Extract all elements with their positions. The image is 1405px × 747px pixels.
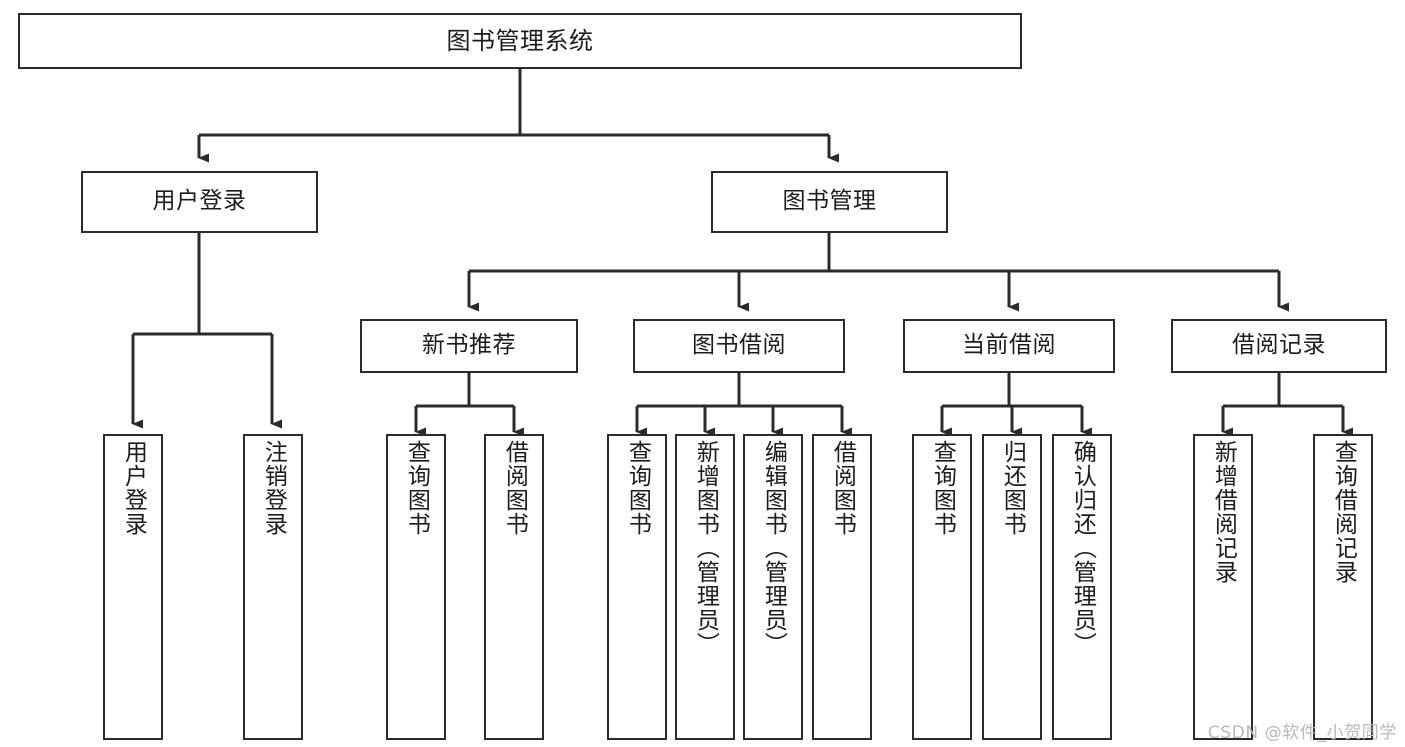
leaf-current-borrow-query-book[interactable]: 查询图书	[912, 434, 972, 740]
node-label: 借阅图书	[829, 440, 856, 536]
node-label: 查询图书	[403, 440, 430, 536]
leaf-new-book-query-book[interactable]: 查询图书	[386, 434, 446, 740]
node-label: 归还图书	[999, 440, 1026, 536]
leaf-book-borrow-add-book-admin[interactable]: 新增图书（管理员）	[675, 434, 735, 740]
leaf-book-borrow-edit-book-admin[interactable]: 编辑图书（管理员）	[743, 434, 803, 740]
node-label: 新增图书（管理员）	[692, 440, 719, 656]
node-current-borrow[interactable]: 当前借阅	[903, 319, 1115, 373]
leaf-user-login-logout[interactable]: 注销登录	[243, 434, 303, 740]
node-label: 借阅图书	[501, 440, 528, 536]
node-book-management[interactable]: 图书管理	[711, 171, 948, 233]
node-label: 用户登录	[120, 440, 147, 536]
node-label: 新增借阅记录	[1210, 440, 1237, 584]
leaf-book-borrow-borrow-book[interactable]: 借阅图书	[812, 434, 872, 740]
node-label: 编辑图书（管理员）	[760, 440, 787, 656]
node-label: 注销登录	[260, 440, 287, 536]
leaf-current-borrow-return-book[interactable]: 归还图书	[982, 434, 1042, 740]
node-label: 图书管理	[782, 188, 877, 215]
node-label: 查询图书	[624, 440, 651, 536]
node-label: 新书推荐	[422, 332, 516, 359]
node-label: 图书借阅	[692, 332, 786, 359]
leaf-current-borrow-confirm-return-admin[interactable]: 确认归还（管理员）	[1052, 434, 1112, 740]
node-label: 借阅记录	[1232, 332, 1326, 359]
node-borrow-record[interactable]: 借阅记录	[1171, 319, 1387, 373]
leaf-new-book-borrow-book[interactable]: 借阅图书	[484, 434, 544, 740]
leaf-book-borrow-query-book[interactable]: 查询图书	[607, 434, 667, 740]
node-new-book-recommend[interactable]: 新书推荐	[360, 319, 578, 373]
leaf-user-login-login[interactable]: 用户登录	[103, 434, 163, 740]
node-label: 确认归还（管理员）	[1069, 440, 1096, 656]
node-user-login[interactable]: 用户登录	[81, 171, 318, 233]
node-root-book-management-system[interactable]: 图书管理系统	[18, 13, 1022, 69]
node-label: 当前借阅	[962, 332, 1056, 359]
node-label: 查询图书	[929, 440, 956, 536]
leaf-borrow-record-query-record[interactable]: 查询借阅记录	[1313, 434, 1373, 740]
node-label: 用户登录	[152, 188, 247, 215]
csdn-watermark: CSDN @软件_小贺同学	[1207, 723, 1397, 743]
node-label: 图书管理系统	[446, 26, 594, 55]
node-label: 查询借阅记录	[1330, 440, 1357, 584]
node-book-borrow[interactable]: 图书借阅	[633, 319, 845, 373]
leaf-borrow-record-add-record[interactable]: 新增借阅记录	[1193, 434, 1253, 740]
